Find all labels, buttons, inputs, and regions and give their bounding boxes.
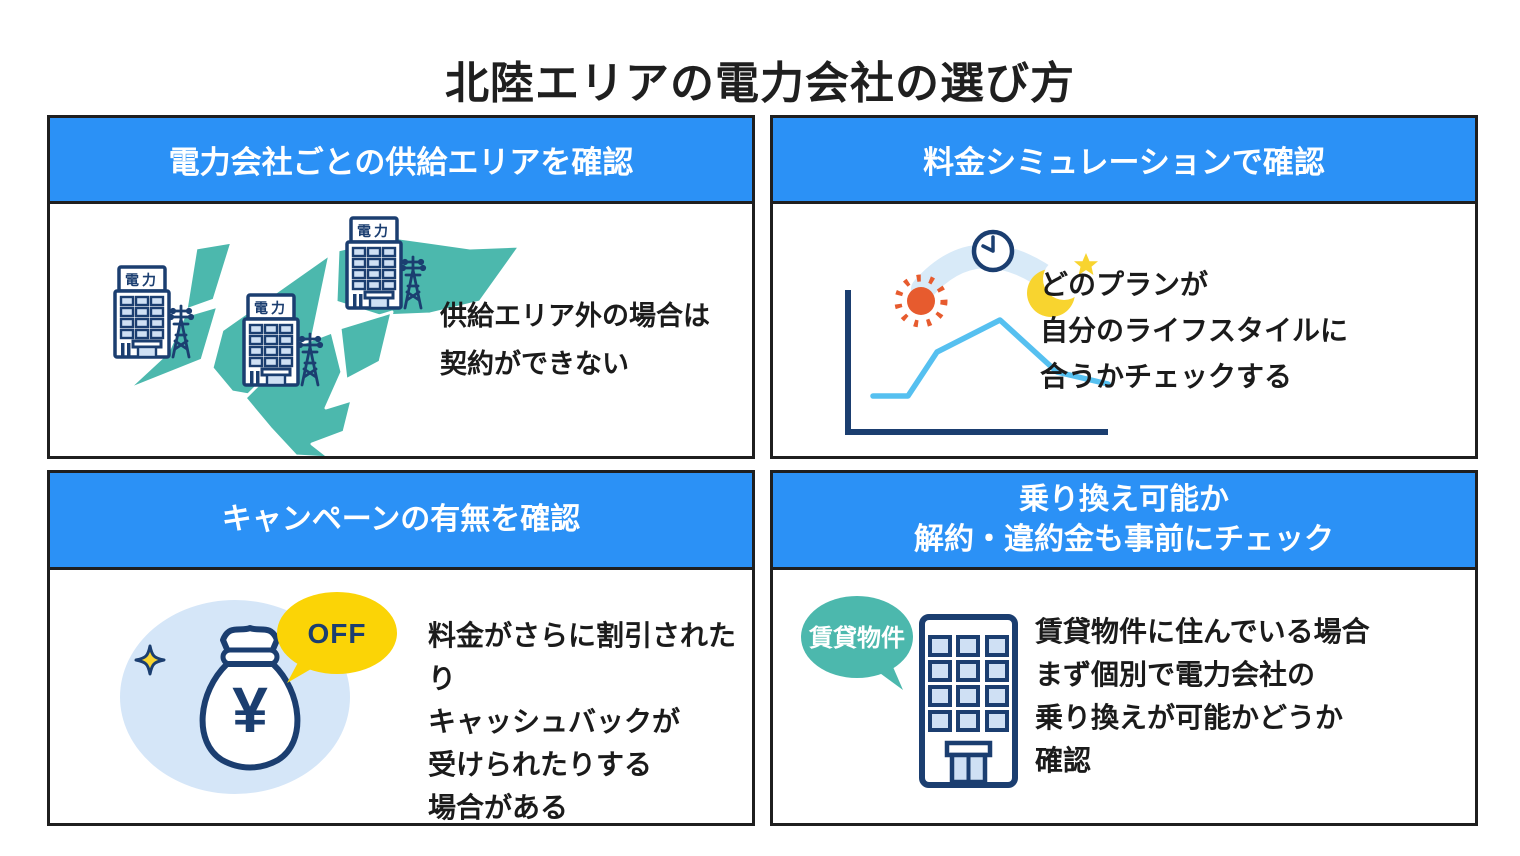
body-line: 受けられたりする xyxy=(428,749,653,780)
power-building-icon: 電力 xyxy=(345,216,427,310)
power-building-icon: 電力 xyxy=(242,293,324,387)
transmission-tower-icon xyxy=(167,304,195,359)
panel-switch-content: 賃貸物件 賃貸物件に住んでいる場合 まず個別で電力 xyxy=(773,570,1475,823)
sparkle-icon xyxy=(134,644,166,676)
body-line: どのプランが xyxy=(1040,269,1209,300)
body-line: 供給エリア外の場合は xyxy=(440,301,710,331)
body-line: 合うかチェックする xyxy=(1040,361,1293,392)
panel-supply-area-content: 電力 xyxy=(50,204,752,456)
switch-body-text: 賃貸物件に住んでいる場合 まず個別で電力会社の 乗り換えが可能かどうか 確認 xyxy=(1035,610,1370,782)
panel-supply-area-header: 電力会社ごとの供給エリアを確認 xyxy=(50,118,752,204)
body-line: 自分のライフスタイルに xyxy=(1040,315,1349,346)
map-illustration: 電力 xyxy=(113,216,522,456)
chart-line xyxy=(870,317,1111,399)
apartment-building-icon xyxy=(919,614,1018,788)
panel-campaign-header-text: キャンペーンの有無を確認 xyxy=(221,503,581,537)
yen-symbol: ¥ xyxy=(232,674,268,746)
rental-bubble-label: 賃貸物件 xyxy=(808,624,905,652)
clock-icon xyxy=(971,229,1015,273)
building-sign-label: 電力 xyxy=(125,272,159,288)
star-icon xyxy=(1074,253,1098,275)
off-bubble-label: OFF xyxy=(308,618,367,649)
panel-supply-area: 電力会社ごとの供給エリアを確認 電力 xyxy=(47,115,755,459)
panel-simulation: 料金シミュレーションで確認 xyxy=(770,115,1478,459)
panel-campaign: キャンペーンの有無を確認 ¥ OFF 料金がさらに割引されたり xyxy=(47,470,755,826)
body-line: 料金がさらに割引されたり xyxy=(428,620,737,694)
building-sign-label: 電力 xyxy=(254,300,288,316)
body-line: 場合がある xyxy=(428,792,569,823)
panel-switch: 乗り換え可能か 解約・違約金も事前にチェック 賃貸物件 xyxy=(770,470,1478,826)
body-line: キャッシュバックが xyxy=(428,706,681,737)
panel-switch-header: 乗り換え可能か 解約・違約金も事前にチェック xyxy=(773,473,1475,570)
transmission-tower-icon xyxy=(399,255,427,310)
money-bag-icon: ¥ xyxy=(199,625,301,771)
simulation-body-text: どのプランが 自分のライフスタイルに 合うかチェックする xyxy=(1040,262,1348,400)
body-line: まず個別で電力会社の xyxy=(1035,659,1316,690)
panel-simulation-header-text: 料金シミュレーションで確認 xyxy=(923,145,1325,180)
chart-illustration xyxy=(845,229,1111,435)
panel-campaign-content: ¥ OFF 料金がさらに割引されたり キャッシュバックが 受けられたりする 場合… xyxy=(50,570,752,823)
panel-simulation-header: 料金シミュレーションで確認 xyxy=(773,118,1475,204)
campaign-body-text: 料金がさらに割引されたり キャッシュバックが 受けられたりする 場合がある xyxy=(428,614,752,829)
panel-campaign-header: キャンペーンの有無を確認 xyxy=(50,473,752,570)
body-line: 契約ができない xyxy=(440,349,629,379)
body-line: 賃貸物件に住んでいる場合 xyxy=(1035,616,1370,647)
body-line: 乗り換えが可能かどうか xyxy=(1035,702,1344,733)
chart-axes xyxy=(845,290,1108,435)
sun-icon xyxy=(894,274,948,328)
panel-switch-header-line: 乗り換え可能か xyxy=(1019,483,1229,517)
page-title: 北陸エリアの電力会社の選び方 xyxy=(445,59,1075,108)
panel-supply-area-header-text: 電力会社ごとの供給エリアを確認 xyxy=(168,145,634,180)
supply-area-body-text: 供給エリア外の場合は 契約ができない xyxy=(440,292,710,388)
building-sign-label: 電力 xyxy=(357,223,391,239)
panel-switch-header-line: 解約・違約金も事前にチェック xyxy=(914,523,1334,556)
off-bubble: OFF xyxy=(277,592,397,683)
moneybag-illustration: ¥ OFF xyxy=(120,592,397,794)
moon-icon xyxy=(1027,258,1085,317)
power-building-icon: 電力 xyxy=(113,265,195,359)
rental-illustration: 賃貸物件 xyxy=(801,596,1018,788)
panel-simulation-content: どのプランが 自分のライフスタイルに 合うかチェックする xyxy=(773,204,1475,456)
body-line: 確認 xyxy=(1035,745,1092,776)
rental-speech-bubble: 賃貸物件 xyxy=(801,596,913,690)
transmission-tower-icon xyxy=(296,332,324,387)
